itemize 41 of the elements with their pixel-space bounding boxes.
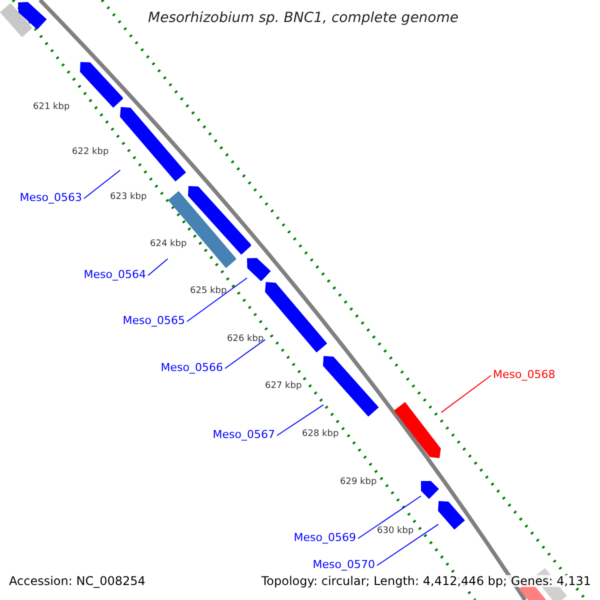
footer-text: Accession: NC_008254: [9, 575, 146, 587]
position-label: 627 kbp: [265, 382, 302, 391]
position-label: 630 kbp: [377, 527, 414, 536]
position-label: 624 kbp: [150, 240, 187, 249]
position-label: 623 kbp: [110, 193, 147, 202]
leader-line: [376, 524, 439, 566]
position-label: 625 kbp: [190, 287, 227, 296]
gene-feature: [188, 186, 252, 255]
gene-feature: [323, 356, 380, 417]
gene-feature: [265, 282, 328, 353]
position-label: 626 kbp: [227, 335, 264, 344]
gene-label: Meso_0563: [20, 192, 82, 203]
position-label: 629 kbp: [340, 478, 377, 487]
leader-line: [224, 339, 266, 369]
map-title: Mesorhizobium sp. BNC1, complete genome: [148, 11, 458, 25]
position-label: 621 kbp: [33, 103, 70, 112]
gene-label: Meso_0569: [294, 532, 356, 543]
position-label: 628 kbp: [302, 430, 339, 439]
gene-segment: [168, 191, 236, 269]
gene-label: Meso_0564: [84, 269, 146, 280]
gene-feature: [394, 402, 442, 458]
gene-feature: [18, 2, 47, 30]
gene-label: Meso_0568: [493, 369, 556, 380]
leader-line: [148, 258, 168, 276]
gene-label: Meso_0566: [160, 362, 223, 373]
gene-feature: [80, 62, 124, 108]
leader-line: [84, 170, 121, 199]
footer-text: Topology: circular; Length: 4,412,446 bp; Genes: 4,131: [261, 575, 591, 587]
gene-label: Meso_0567: [212, 429, 275, 440]
leader-line: [276, 404, 324, 436]
gene-feature: [438, 501, 466, 530]
leader-line: [358, 496, 422, 539]
leader-line: [440, 375, 492, 413]
gene-label: Meso_0565: [122, 315, 185, 326]
gene-segment: [0, 3, 32, 38]
gene-feature: [421, 481, 439, 499]
gene-label: Meso_0570: [312, 559, 375, 570]
gene-feature: [120, 107, 186, 182]
gene-feature: [247, 258, 271, 282]
leader-line: [186, 278, 248, 322]
position-label: 622 kbp: [72, 148, 109, 157]
